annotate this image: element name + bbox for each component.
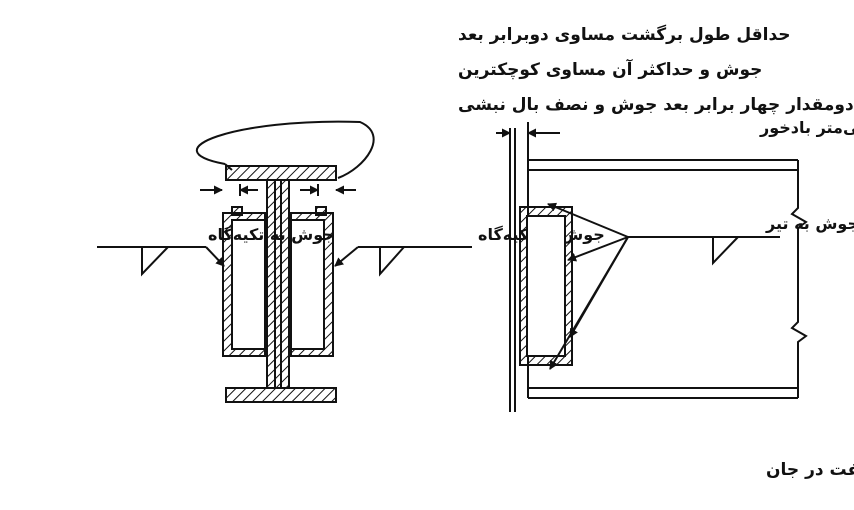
leader-loop: [195, 120, 375, 179]
clip-angle-inner: [526, 215, 566, 357]
setback-label: ۱۰ تا ۲۰ میلی‌متر بادخور: [759, 118, 854, 137]
right-angle-inner: [290, 219, 325, 350]
weld-to-support-left-label: جوش به تکیه‌گاه: [208, 225, 335, 244]
right-elevation-view: [496, 122, 808, 412]
leg-length-note: حداقل طول برگشت مساوی دوبرابر بعد جوش و …: [458, 24, 854, 115]
top-flange: [225, 165, 337, 181]
leg-length-note-line2: جوش و حداکثر آن مساوی کوچکترین: [458, 58, 762, 80]
left-angle-inner: [231, 219, 266, 350]
weld-to-beam-label: جوش به تیر: [765, 214, 854, 233]
left-section-view: [97, 120, 472, 403]
figure-caption: شکل ۱۰-۲-۹-۵: جزئیات اتصال جوشی با استفا…: [766, 460, 854, 480]
bottom-flange: [225, 387, 337, 403]
leg-length-note-line3: دومقدار چهار برابر بعد جوش و نصف بال نبش…: [458, 95, 854, 115]
beam-web: [266, 179, 290, 389]
leg-length-note-line1: حداقل طول برگشت مساوی دوبرابر بعد: [458, 24, 791, 45]
